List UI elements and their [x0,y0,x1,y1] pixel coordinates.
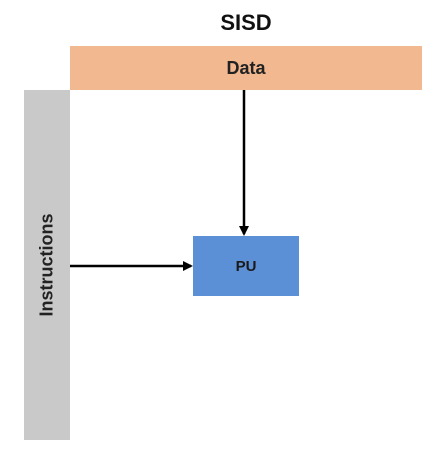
data-stream-label: Data [226,57,266,78]
diagram-title: SISD [220,10,272,35]
processing-unit-label: PU [235,257,257,275]
instruction-stream-label: Instructions [36,213,57,317]
processing-unit-box: PU [193,236,299,296]
data-stream-bar: Data [70,46,422,90]
instruction-stream-bar: Instructions [24,90,70,440]
